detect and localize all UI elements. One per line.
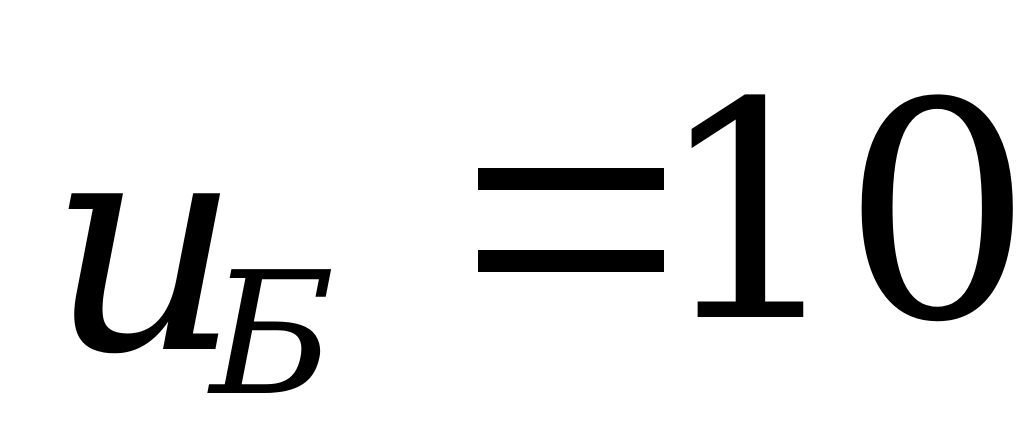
equals-sign bbox=[478, 168, 664, 272]
equals-bar-top bbox=[478, 168, 664, 190]
formula-value: 10 bbox=[655, 39, 1024, 388]
formula-subscript: Б bbox=[210, 236, 335, 434]
formula-variable: u bbox=[48, 71, 242, 420]
equals-bar-bottom bbox=[478, 250, 664, 272]
